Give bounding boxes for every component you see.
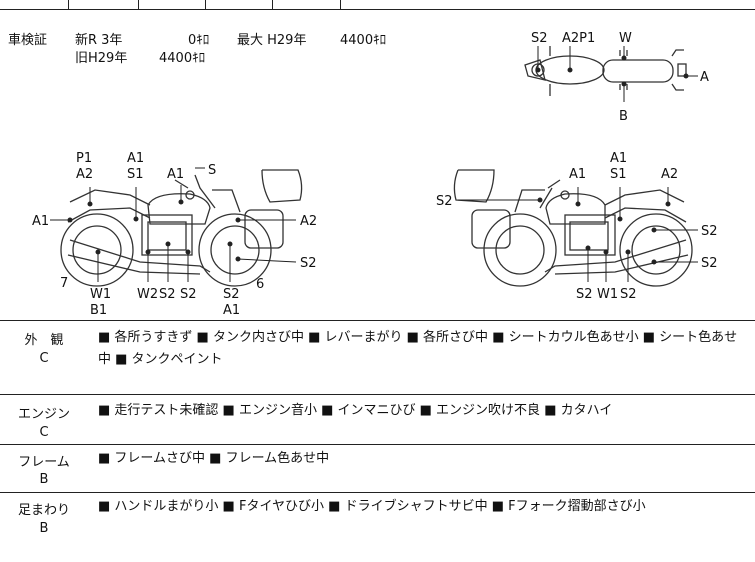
condition-grade: B bbox=[39, 521, 49, 536]
label-left-b1: B1 bbox=[90, 303, 107, 318]
top-view-bike bbox=[524, 46, 687, 96]
left-side-bike bbox=[60, 169, 303, 287]
condition-grade: C bbox=[39, 351, 49, 366]
inspection-old-km: 4400ｷﾛ bbox=[159, 51, 206, 66]
label-top-s2: S2 bbox=[531, 31, 548, 46]
label-right-s2-front-a: S2 bbox=[701, 224, 718, 239]
label-left-w1: W1 bbox=[90, 287, 111, 302]
condition-label: エンジン bbox=[17, 407, 70, 422]
label-left-w2: W2 bbox=[137, 287, 158, 302]
label-right-s2-end: S2 bbox=[620, 287, 637, 302]
condition-text: ■ 各所うすきず ■ タンク内さび中 ■ レバーまがり ■ 各所さび中 ■ シー… bbox=[98, 330, 738, 367]
label-left-a2: A2 bbox=[76, 167, 93, 182]
label-left-a1-front: A1 bbox=[32, 214, 49, 229]
label-right-w1: W1 bbox=[597, 287, 618, 302]
condition-label: 足まわり bbox=[17, 503, 70, 518]
condition-row-suspension: 足まわり B ■ ハンドルまがり小 ■ Fタイヤひび小 ■ ドライブシャフトサビ… bbox=[0, 492, 755, 562]
label-top-b: B bbox=[619, 109, 628, 124]
inspection-new: 新R 3年 bbox=[75, 33, 123, 48]
label-left-a1-bottom: A1 bbox=[223, 303, 240, 318]
label-left-s1: S1 bbox=[127, 167, 144, 182]
label-top-a: A bbox=[700, 70, 709, 85]
condition-text: ■ 走行テスト未確認 ■ エンジン音小 ■ インマニひび ■ エンジン吹け不良 … bbox=[98, 403, 613, 418]
label-right-s2-bottom: S2 bbox=[576, 287, 593, 302]
inspection-new-km: 0ｷﾛ bbox=[188, 33, 210, 48]
label-right-a1-tank: A1 bbox=[569, 167, 586, 182]
inspection-max-km: 4400ｷﾛ bbox=[340, 33, 387, 48]
condition-row-frame: フレーム B ■ フレームさび中 ■ フレーム色あせ中 bbox=[0, 444, 755, 493]
label-left-s2-rear: S2 bbox=[300, 256, 317, 271]
label-left-7: 7 bbox=[60, 276, 68, 291]
label-left-a1-tank: A1 bbox=[167, 167, 184, 182]
condition-text: ■ フレームさび中 ■ フレーム色あせ中 bbox=[98, 451, 330, 466]
label-top-w: W bbox=[619, 31, 632, 46]
header-remnant bbox=[0, 0, 755, 10]
inspection-max: 最大 H29年 bbox=[237, 33, 307, 48]
label-left-s2-c: S2 bbox=[223, 287, 240, 302]
label-right-a1-top: A1 bbox=[610, 151, 627, 166]
condition-grade: C bbox=[39, 425, 49, 440]
label-top-a2p1: A2P1 bbox=[562, 31, 595, 46]
condition-label: 外 観 bbox=[24, 333, 64, 348]
right-side-bike bbox=[453, 169, 693, 287]
label-right-s2-rear: S2 bbox=[436, 194, 453, 209]
label-left-s: S bbox=[208, 163, 216, 178]
label-right-a2: A2 bbox=[661, 167, 678, 182]
condition-grade: B bbox=[39, 472, 49, 487]
inspection-old: 旧H29年 bbox=[75, 51, 128, 66]
label-left-a2-rear: A2 bbox=[300, 214, 317, 229]
label-right-s1: S1 bbox=[610, 167, 627, 182]
damage-diagram: S2 A2P1 W A B P1 A2 A1 S1 A1 S A1 A2 S2 … bbox=[32, 31, 718, 318]
label-left-s2-a: S2 bbox=[159, 287, 176, 302]
condition-text: ■ ハンドルまがり小 ■ Fタイヤひび小 ■ ドライブシャフトサビ中 ■ Fフォ… bbox=[98, 499, 646, 514]
label-left-6: 6 bbox=[256, 277, 264, 292]
label-left-p1: P1 bbox=[76, 151, 92, 166]
diagram-labels: S2 A2P1 W A B P1 A2 A1 S1 A1 S A1 A2 S2 … bbox=[32, 31, 718, 318]
condition-label: フレーム bbox=[18, 455, 70, 470]
condition-row-exterior: 外 観 C ■ 各所うすきず ■ タンク内さび中 ■ レバーまがり ■ 各所さび… bbox=[0, 320, 755, 395]
label-left-s2-b: S2 bbox=[180, 287, 197, 302]
condition-row-engine: エンジン C ■ 走行テスト未確認 ■ エンジン音小 ■ インマニひび ■ エン… bbox=[0, 394, 755, 445]
label-left-a1-top: A1 bbox=[127, 151, 144, 166]
inspection-label: 車検証 bbox=[8, 33, 48, 48]
label-right-s2-front-b: S2 bbox=[701, 256, 718, 271]
